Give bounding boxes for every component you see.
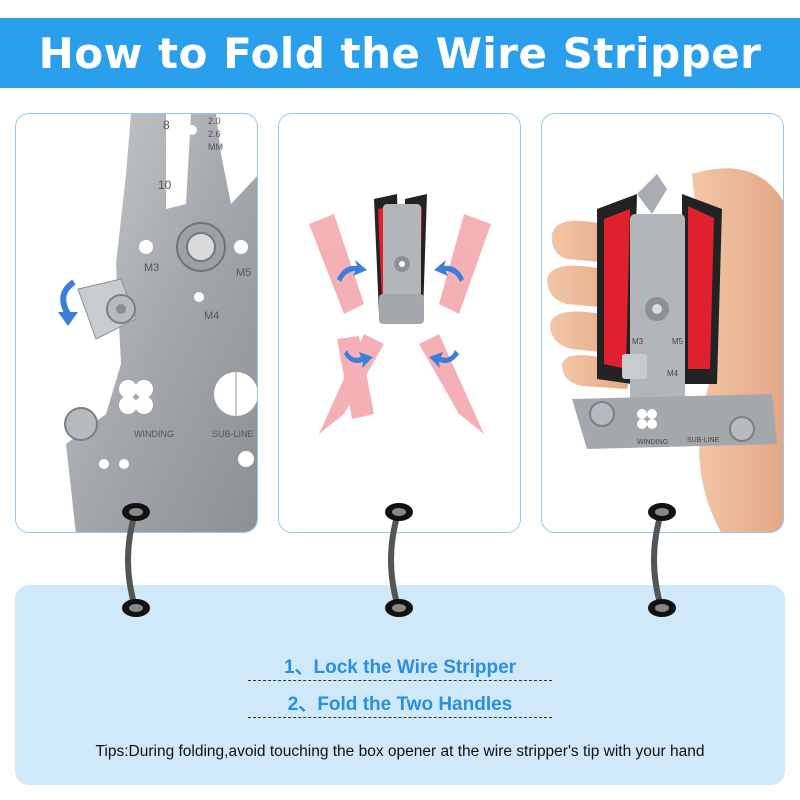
panel-closeup-lock: 8 10 2.0 2.6 MM M3 M5 M4 WINDING SUB-LIN…	[15, 113, 258, 533]
binder-ring-icon	[385, 503, 413, 617]
rotate-arrow-icon	[337, 260, 464, 368]
engraved-label: M4	[667, 369, 679, 378]
closeup-illustration: 8 10 2.0 2.6 MM M3 M5 M4 WINDING SUB-LIN…	[16, 114, 257, 532]
engraved-label: MM	[208, 142, 223, 152]
engraved-label: M5	[672, 337, 684, 346]
binder-ring-icon	[648, 503, 676, 617]
engraved-label: 10	[158, 178, 172, 192]
hand-illustration: M3 M5 M4 WINDING SUB-LINE	[542, 114, 783, 532]
step-2-text: 2、Fold the Two Handles	[287, 694, 513, 715]
engraved-label: 2.6	[208, 129, 221, 139]
folding-illustration	[279, 114, 520, 532]
page-title: How to Fold the Wire Stripper	[38, 28, 762, 78]
engraved-label: M3	[632, 337, 644, 346]
engraved-label: M3	[144, 262, 159, 274]
engraved-label: WINDING	[134, 429, 174, 439]
engraved-label: SUB-LINE	[687, 437, 720, 444]
engraved-label: 8	[163, 118, 170, 132]
engraved-label: M4	[204, 310, 219, 322]
instructions-box	[15, 585, 785, 785]
step-1-text: 1、Lock the Wire Stripper	[283, 657, 517, 678]
engraved-label: SUB-LINE	[212, 429, 254, 439]
dashed-divider	[248, 717, 552, 718]
engraved-label: WINDING	[637, 439, 668, 446]
dashed-divider	[248, 680, 552, 681]
title-banner: How to Fold the Wire Stripper	[0, 18, 800, 88]
panel-folding-handles	[278, 113, 521, 533]
binder-ring-icon	[122, 503, 150, 617]
engraved-label: 2.0	[208, 116, 221, 126]
panel-hand-holding-folded: M3 M5 M4 WINDING SUB-LINE	[541, 113, 784, 533]
rotate-arrow-icon	[58, 279, 78, 326]
engraved-label: M5	[236, 267, 251, 279]
tips-text: Tips:During folding,avoid touching the b…	[95, 743, 705, 760]
